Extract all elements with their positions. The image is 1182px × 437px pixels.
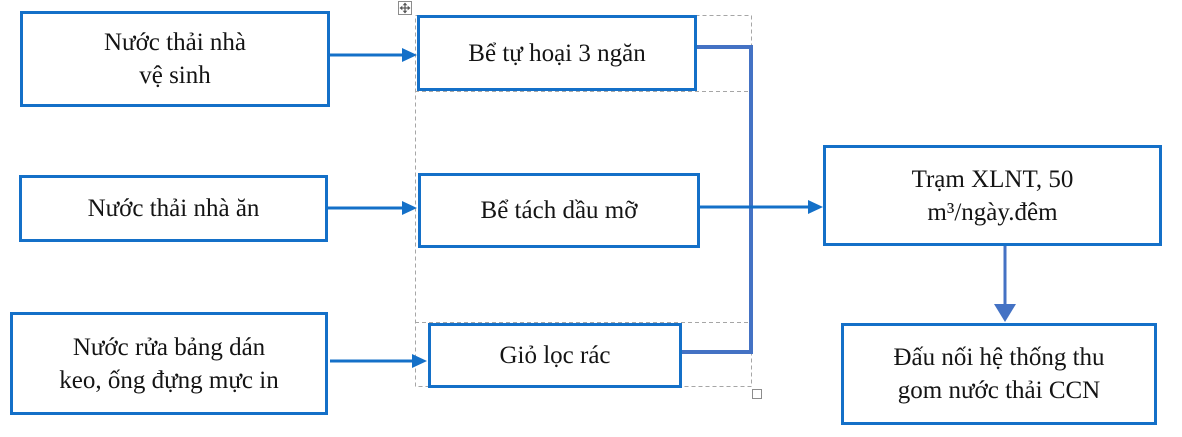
box-label: Bể tự hoại 3 ngăn — [468, 39, 646, 67]
arrowhead-icon — [994, 304, 1016, 322]
box-label: Nước rửa bảng dán — [72, 333, 266, 361]
arrow-glueink-to-trash[interactable] — [330, 354, 427, 368]
box-label: m³/ngày.đêm — [927, 198, 1058, 226]
move-handle-icon — [401, 4, 409, 12]
arrowhead-icon — [808, 200, 823, 214]
box-label: keo, ống đựng mực in — [59, 366, 279, 394]
move-handle-icon-tips — [399, 2, 411, 14]
arrow-wwtp-to-ccn[interactable] — [994, 246, 1016, 322]
box-label: gom nước thải CCN — [897, 377, 1101, 404]
box-label: Nước thải nhà — [103, 29, 246, 56]
arrowhead-icon — [402, 48, 417, 62]
move-handle[interactable] — [398, 1, 412, 15]
box-label: Nước thải nhà ăn — [87, 195, 260, 222]
arrow-canteen-to-grease[interactable] — [328, 201, 417, 215]
box-canteen-wastewater[interactable]: Nước thải nhà ăn — [19, 175, 328, 242]
box-glue-ink-washwater[interactable]: Nước rửa bảng dán keo, ống đựng mực in — [10, 312, 328, 415]
box-label: Đấu nối hệ thống thu — [893, 344, 1105, 371]
box-wwtp-station[interactable]: Trạm XLNT, 50 m³/ngày.đêm — [823, 145, 1162, 246]
arrowhead-icon — [412, 354, 427, 368]
resize-handle[interactable] — [752, 389, 762, 399]
box-label: Trạm XLNT, 50 — [911, 165, 1074, 193]
arrow-toilet-to-septic[interactable] — [330, 48, 417, 62]
arrowhead-icon — [402, 201, 417, 215]
box-septic-tank[interactable]: Bể tự hoại 3 ngăn — [417, 15, 697, 91]
box-label: vệ sinh — [139, 62, 211, 89]
box-label: Giỏ lọc rác — [499, 342, 611, 369]
box-label: Bể tách dầu mỡ — [480, 197, 638, 224]
box-trash-filter-basket[interactable]: Giỏ lọc rác — [428, 323, 682, 388]
box-toilet-wastewater[interactable]: Nước thải nhà vệ sinh — [20, 11, 330, 107]
box-grease-separator[interactable]: Bể tách dầu mỡ — [418, 173, 700, 248]
arrow-grease-to-wwtp[interactable] — [700, 200, 823, 214]
box-ccn-connection[interactable]: Đấu nối hệ thống thu gom nước thải CCN — [841, 323, 1157, 425]
